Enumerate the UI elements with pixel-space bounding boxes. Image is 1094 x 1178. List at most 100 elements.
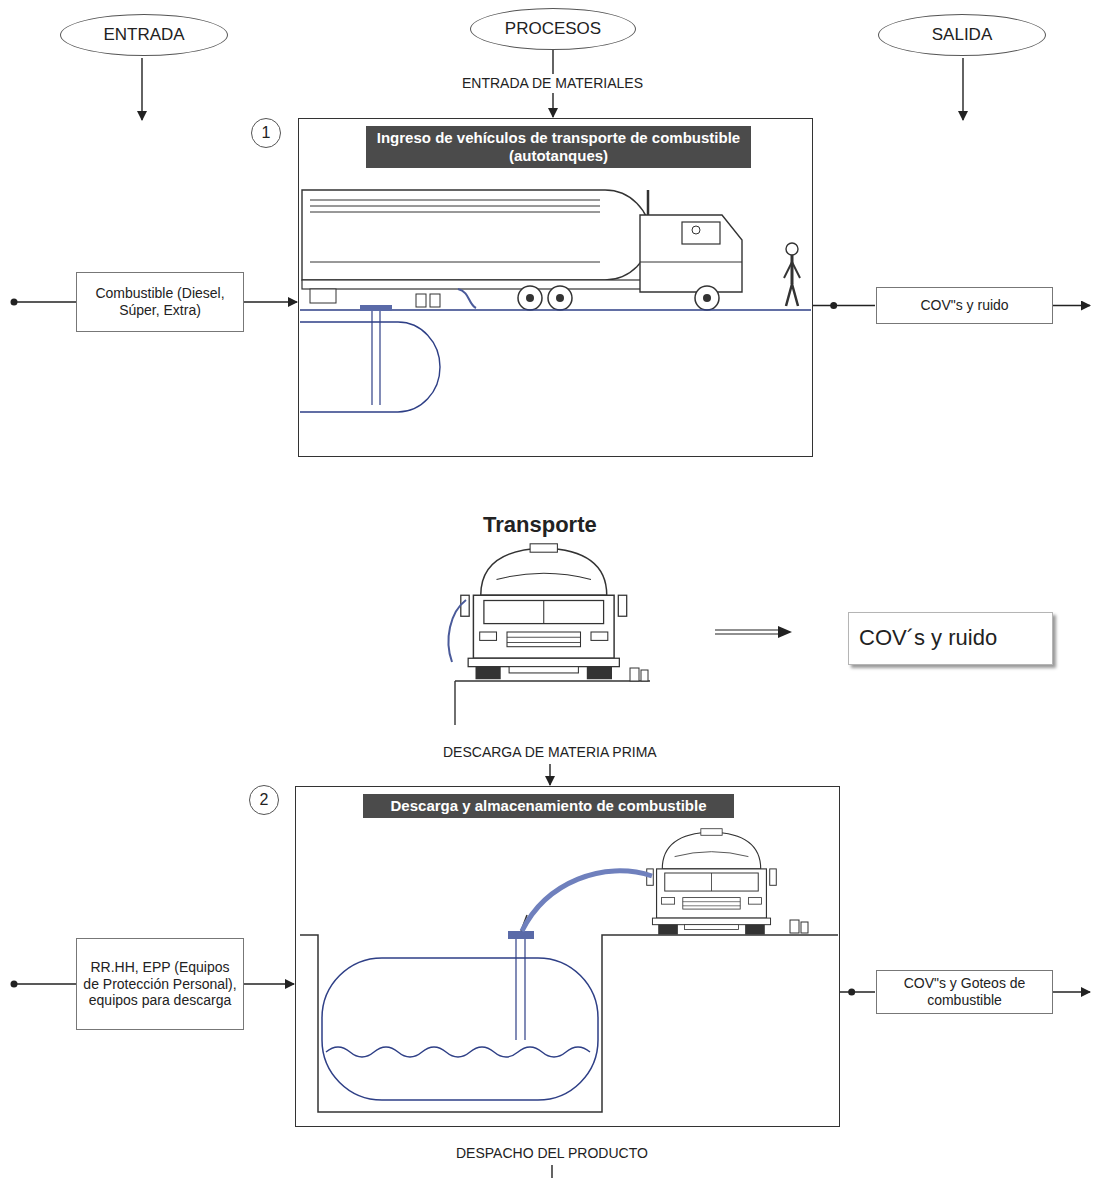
unloading-pit	[300, 935, 838, 1112]
unloading-pit	[515, 939, 516, 1040]
flow-connector	[813, 305, 875, 306]
worker-figure	[784, 243, 800, 306]
emission-box: COV´s y ruido	[848, 612, 1053, 665]
unloading-pit	[522, 871, 652, 931]
tanker-truck-side	[302, 190, 742, 310]
tanker-truck-side	[692, 226, 700, 234]
output-box: COV"s y Goteos de combustible	[876, 970, 1053, 1014]
worker-figure	[792, 262, 800, 278]
connector-dot	[830, 302, 837, 309]
worker-figure	[786, 284, 792, 306]
lead-line	[14, 301, 76, 302]
ground-and-tank	[300, 305, 811, 412]
tanker-truck-side	[518, 286, 542, 310]
ground-and-tank	[379, 311, 380, 405]
double-arrow	[715, 629, 780, 630]
ground-and-tank	[371, 311, 372, 405]
input-box: Combustible (Diesel, Súper, Extra)	[76, 272, 244, 332]
output-box: COV"s y ruido	[876, 287, 1053, 324]
header-ellipse: ENTRADA	[60, 14, 228, 56]
worker-figure	[786, 243, 798, 255]
node-text: COV"s y ruido	[920, 297, 1008, 314]
input-box: RR.HH, EPP (Equipos de Protección Person…	[76, 938, 244, 1030]
process-title: Descarga y almacenamiento de combustible	[363, 794, 734, 818]
ground-and-tank	[360, 305, 392, 311]
process-box: Descarga y almacenamiento de combustible	[295, 786, 840, 1127]
transport-truck	[454, 681, 455, 725]
flow-arrow	[549, 764, 550, 785]
step-label: DESCARGA DE MATERIA PRIMA	[443, 744, 657, 761]
node-text: COV´s y ruido	[859, 625, 997, 651]
tanker-truck-side	[556, 294, 564, 302]
tanker-truck-side	[310, 262, 600, 263]
tanker-truck-side	[310, 206, 600, 207]
tanker-truck-side	[302, 190, 650, 280]
transport-truck	[461, 544, 627, 679]
process-title: Ingreso de vehículos de transporte de co…	[366, 126, 751, 168]
unloading-pit	[508, 931, 534, 939]
tanker-truck-side	[695, 286, 719, 310]
unloading-pit	[790, 920, 799, 933]
edge-label: ENTRADA DE MATERIALES	[458, 74, 647, 93]
header-ellipse: PROCESOS	[470, 8, 636, 50]
transport-truck	[630, 668, 639, 681]
unloading-pit	[322, 958, 598, 1100]
node-text: Combustible (Diesel, Súper, Extra)	[83, 285, 237, 319]
lead-line	[1053, 305, 1090, 306]
step-number: 1	[251, 118, 281, 148]
unloading-pit	[524, 939, 525, 1040]
unloading-pit	[647, 829, 777, 935]
header-ellipse: SALIDA	[878, 14, 1046, 56]
node-text: COV"s y Goteos de combustible	[883, 975, 1046, 1009]
step-label: DESPACHO DEL PRODUCTO	[456, 1145, 648, 1162]
ground-and-tank	[300, 322, 440, 412]
transport-truck	[448, 544, 650, 725]
flow-connector	[244, 983, 294, 984]
tanker-truck-side	[310, 212, 600, 213]
node-text: 1	[262, 123, 271, 142]
unloading-pit	[300, 829, 838, 1112]
double-arrow	[778, 626, 792, 638]
transport-truck	[448, 600, 466, 662]
flow-arrow	[551, 1165, 552, 1178]
tanker-truck-side	[640, 262, 742, 263]
lead-line	[14, 983, 76, 984]
flow-connector	[840, 991, 875, 992]
worker-figure	[791, 255, 794, 284]
transport-truck	[641, 670, 648, 681]
node-text: ENTRADA	[103, 25, 184, 45]
connector-dot	[848, 989, 855, 996]
tanker-truck-side	[703, 294, 711, 302]
tanker-truck-side	[458, 289, 476, 308]
transport-truck	[455, 680, 650, 681]
tanker-truck-side	[526, 294, 534, 302]
node-text: 2	[260, 790, 269, 809]
lead-line	[1053, 991, 1090, 992]
tanker-truck-side	[548, 286, 572, 310]
flow-connector	[244, 301, 297, 302]
unloading-pit	[801, 922, 808, 933]
tanker-truck-side	[302, 280, 642, 289]
tanker-truck-side	[416, 294, 426, 307]
section-title: Transporte	[483, 512, 597, 538]
node-text: RR.HH, EPP (Equipos de Protección Person…	[83, 959, 237, 1009]
tanker-truck-side	[310, 200, 600, 201]
tanker-truck-side	[430, 294, 440, 307]
double-arrow	[715, 633, 780, 634]
process-box: Ingreso de vehículos de transporte de co…	[298, 118, 813, 457]
double-arrow	[715, 626, 792, 638]
tanker-truck-side	[647, 190, 650, 215]
worker-figure	[792, 284, 798, 306]
tanker-truck-side	[682, 222, 720, 244]
node-text: PROCESOS	[505, 19, 601, 39]
flow-arrow	[550, 764, 552, 1178]
worker-figure	[784, 262, 792, 278]
tanker-truck-side	[640, 215, 742, 292]
step-number: 2	[249, 785, 279, 815]
header-arrows	[962, 58, 963, 120]
unloading-pit	[326, 1047, 590, 1057]
tanker-truck-side	[310, 289, 336, 303]
node-text: SALIDA	[932, 25, 992, 45]
header-arrows	[141, 58, 142, 120]
